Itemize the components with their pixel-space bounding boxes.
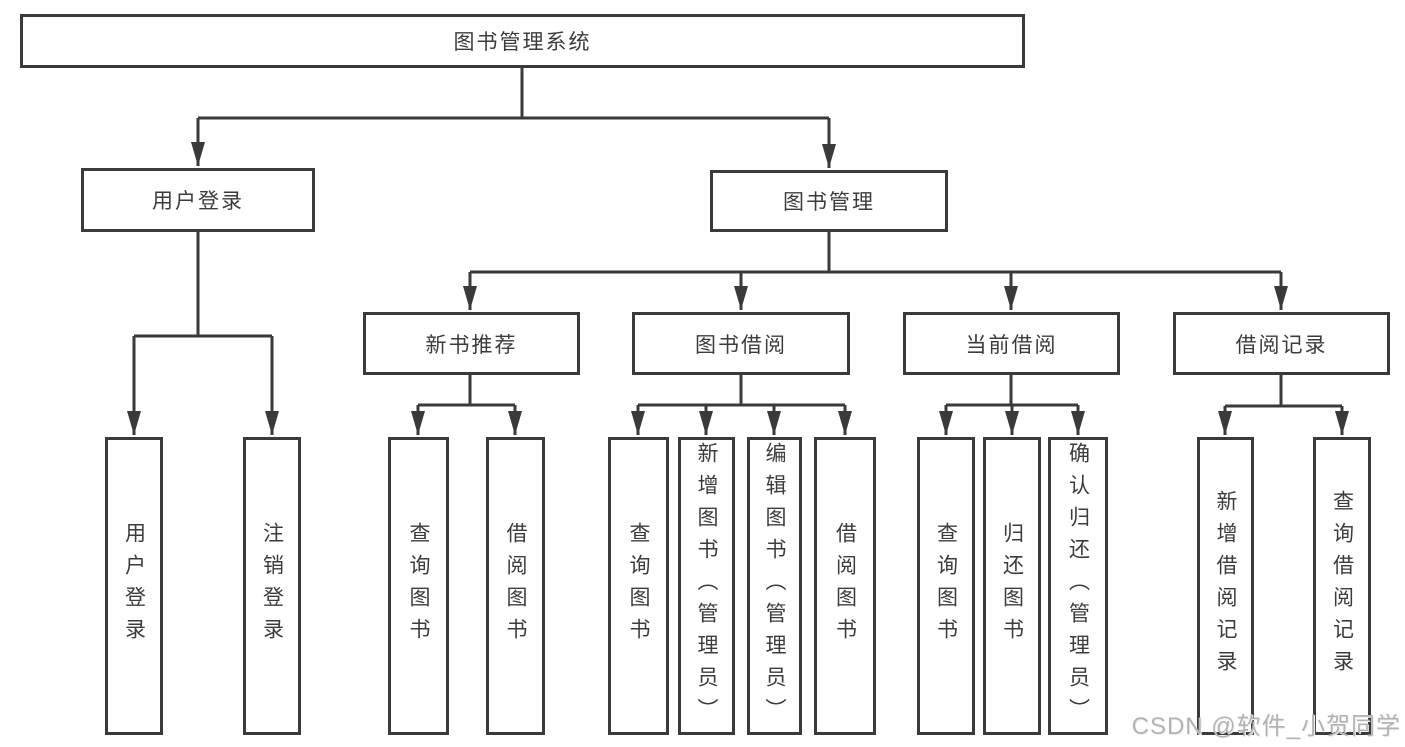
leaf-borrow-books: 借阅图书 <box>814 437 876 735</box>
node-label: 当前借阅 <box>965 333 1058 357</box>
leaf-query-books-recommend: 查询图书 <box>388 437 449 735</box>
node-label: 图书管理 <box>783 191 875 214</box>
leaf-borrow-books-recommend: 借阅图书 <box>486 437 545 735</box>
node-label: 用户登录 <box>152 190 244 213</box>
node-label: 归还图书 <box>1000 522 1024 650</box>
node-label: 查询图书 <box>407 522 430 650</box>
node-book-borrow: 图书借阅 <box>632 312 850 375</box>
leaf-logout-login: 注销登录 <box>243 437 301 735</box>
leaf-query-books-borrow: 查询图书 <box>608 437 669 735</box>
leaf-add-books-admin: 新增图书（管理员） <box>678 437 735 735</box>
node-label: 新书推荐 <box>425 333 518 357</box>
node-label: 查询图书 <box>627 522 650 650</box>
node-borrow-records: 借阅记录 <box>1173 312 1390 375</box>
node-label: 查询图书 <box>934 522 958 650</box>
leaf-add-borrow-record: 新增借阅记录 <box>1197 437 1254 735</box>
leaf-user-login: 用户登录 <box>105 437 163 735</box>
leaf-edit-books-admin: 编辑图书（管理员） <box>747 437 802 735</box>
node-current-borrow: 当前借阅 <box>903 312 1120 375</box>
leaf-return-books: 归还图书 <box>983 437 1041 735</box>
node-label: 借阅图书 <box>504 522 527 650</box>
node-library-management-system: 图书管理系统 <box>20 14 1025 68</box>
node-new-book-recommend: 新书推荐 <box>363 312 580 375</box>
node-label: 确认归还（管理员） <box>1066 442 1090 730</box>
node-label: 编辑图书（管理员） <box>763 442 786 730</box>
node-label: 查询借阅记录 <box>1330 490 1354 682</box>
node-label: 新增图书（管理员） <box>695 442 718 730</box>
leaf-confirm-return-admin: 确认归还（管理员） <box>1048 437 1108 735</box>
node-label: 图书借阅 <box>695 333 787 357</box>
node-book-management: 图书管理 <box>710 170 948 232</box>
leaf-query-books-current: 查询图书 <box>917 437 975 735</box>
node-user-login: 用户登录 <box>81 168 315 232</box>
node-label: 借阅记录 <box>1235 333 1328 357</box>
node-label: 借阅图书 <box>833 522 857 650</box>
node-label: 图书管理系统 <box>453 31 592 54</box>
node-label: 用户登录 <box>122 522 146 650</box>
leaf-query-borrow-record: 查询借阅记录 <box>1313 437 1371 735</box>
node-label: 新增借阅记录 <box>1214 490 1237 682</box>
node-label: 注销登录 <box>260 522 284 650</box>
